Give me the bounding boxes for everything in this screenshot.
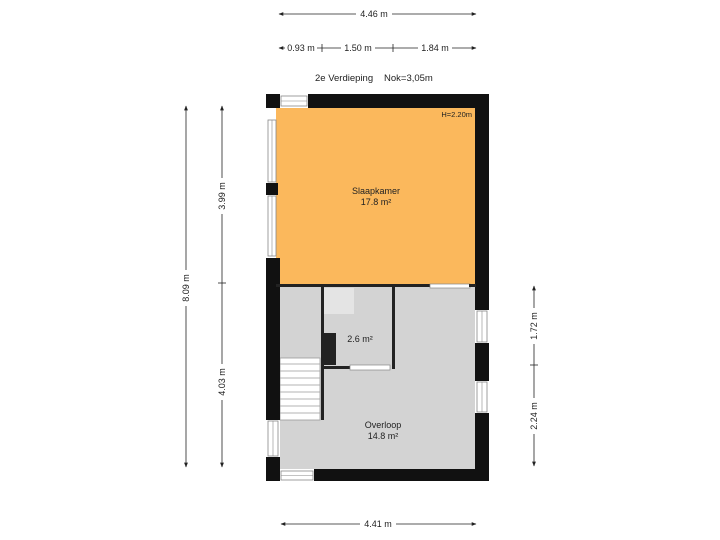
dim-top-segments: 0.93 m 1.50 m 1.84 m <box>278 42 477 54</box>
dim-top-total-label: 4.46 m <box>360 9 388 19</box>
overloop-label: Overloop <box>365 420 402 430</box>
dim-left-lower: 4.03 m <box>217 368 227 396</box>
dim-left-segments: 3.99 m 4.03 m <box>216 105 228 468</box>
dim-right-upper: 1.72 m <box>529 312 539 340</box>
dim-top-seg-2: 1.50 m <box>344 43 372 53</box>
stairs <box>279 357 321 421</box>
slaapkamer-height: H=2.20m <box>441 110 472 119</box>
dim-top-seg-1: 0.93 m <box>287 43 315 53</box>
outer-walls <box>266 94 489 481</box>
storage-skylight <box>324 288 354 314</box>
slaapkamer-floor <box>276 108 478 285</box>
dim-left-upper: 3.99 m <box>217 182 227 210</box>
dim-top-total: 4.46 m <box>278 8 477 20</box>
floor-title: 2e Verdieping <box>315 73 373 84</box>
slaapkamer-label: Slaapkamer <box>352 186 400 196</box>
slaapkamer-area: 17.8 m² <box>361 197 392 207</box>
dim-right-lower: 2.24 m <box>529 402 539 430</box>
interior-walls <box>276 283 476 420</box>
ridge-height: Nok=3,05m <box>384 73 433 84</box>
storage-area: 2.6 m² <box>347 334 373 344</box>
dim-left-total: 8.09 m <box>180 105 192 468</box>
dim-right-segments: 1.72 m 2.24 m <box>528 285 540 467</box>
dim-bottom-total-label: 4.41 m <box>364 519 392 529</box>
overloop-area: 14.8 m² <box>368 431 399 441</box>
dim-bottom-total: 4.41 m <box>280 518 477 530</box>
dim-left-total-label: 8.09 m <box>181 274 191 302</box>
dim-top-seg-3: 1.84 m <box>421 43 449 53</box>
windows <box>267 95 488 481</box>
